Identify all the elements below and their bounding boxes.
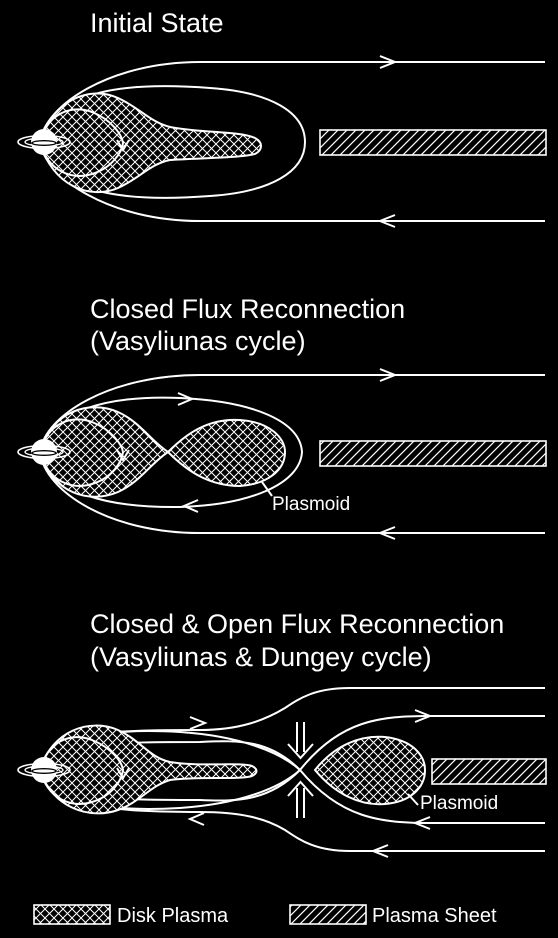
panel-closed-open-flux: Closed & Open Flux Reconnection (Vasyliu… <box>18 609 546 857</box>
panel-3-title-line1: Closed & Open Flux Reconnection <box>90 609 504 639</box>
legend-disk-label: Disk Plasma <box>117 905 229 927</box>
panel-2-title-line2: (Vasyliunas cycle) <box>90 326 306 356</box>
disk-plasma-region <box>40 93 261 192</box>
plasma-sheet <box>320 130 546 155</box>
legend-sheet-swatch <box>290 905 366 924</box>
panel-initial-state: Initial State <box>18 8 546 227</box>
plasma-sheet <box>432 759 546 784</box>
panel-3-title-line2: (Vasyliunas & Dungey cycle) <box>90 642 432 672</box>
disk-plasma-region <box>40 407 168 496</box>
plasma-sheet <box>320 441 546 466</box>
legend-sheet-label: Plasma Sheet <box>372 905 497 927</box>
plasmoid-label: Plasmoid <box>420 793 498 814</box>
plasmoid-region <box>168 420 285 486</box>
panel-2-title-line1: Closed Flux Reconnection <box>90 294 405 324</box>
legend: Disk Plasma Plasma Sheet <box>34 905 497 927</box>
plasmoid-leader-line <box>408 794 418 805</box>
panel-closed-flux: Closed Flux Reconnection (Vasyliunas cyc… <box>18 294 546 539</box>
panel-1-title: Initial State <box>90 8 224 38</box>
inflow-arrow-bottom <box>288 782 313 818</box>
inflow-arrow-top <box>288 722 313 758</box>
plasmoid-label: Plasmoid <box>272 494 350 515</box>
legend-disk-swatch <box>34 905 110 924</box>
